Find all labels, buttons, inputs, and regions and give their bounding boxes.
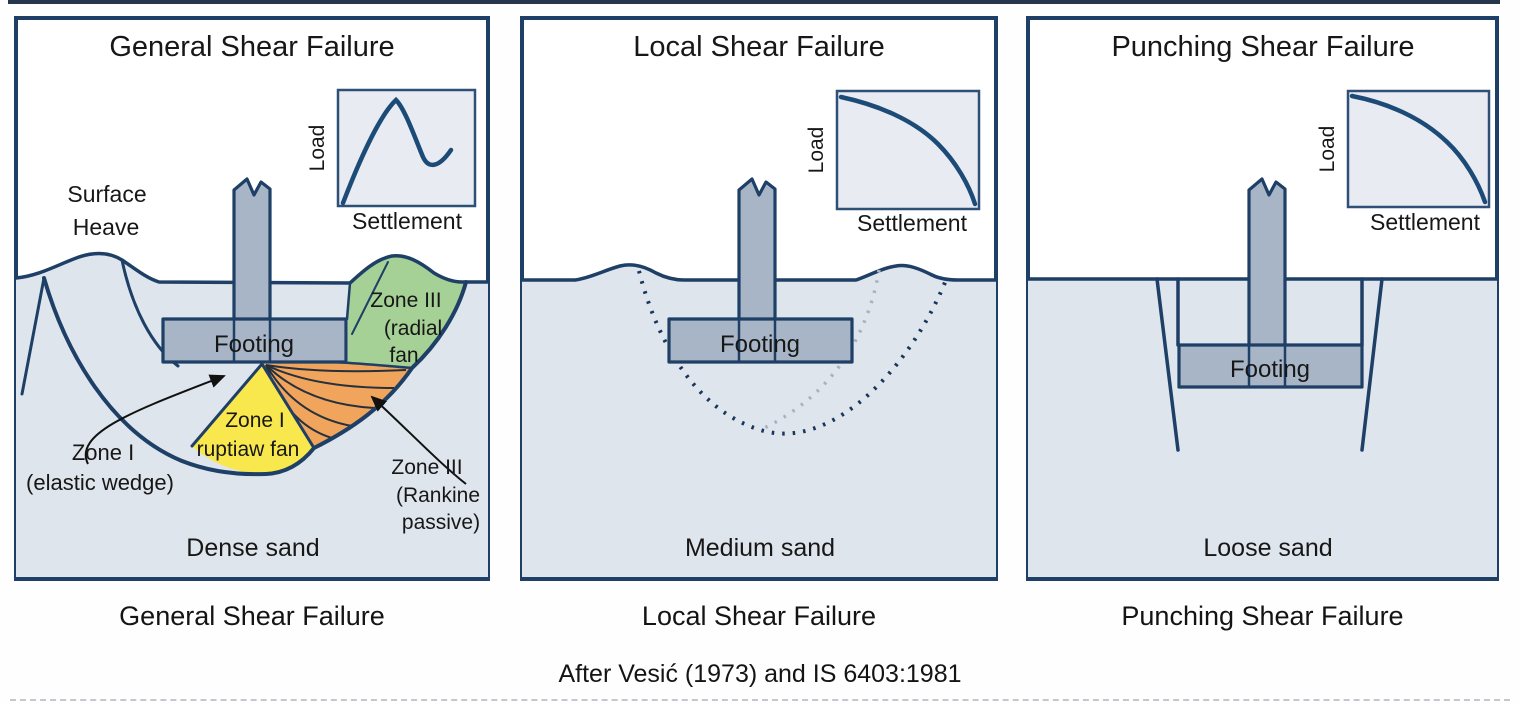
wedge-label-2: ruptiaw fan — [197, 438, 300, 461]
zone-radial-label-1: Zone III — [370, 289, 441, 312]
inset-x-axis-label: Settlement — [857, 210, 968, 236]
rankine-label-1: Zone III — [391, 456, 462, 479]
surface-heave-label-2: Heave — [73, 214, 139, 240]
wedge-left-edge — [190, 362, 264, 448]
panel-title: General Shear Failure — [109, 31, 394, 63]
load-settlement-inset: Load Settlement — [306, 88, 477, 234]
general-shear-diagram: Footing Load Settlement General Shear Fa… — [14, 16, 490, 581]
elastic-wedge-arrow — [84, 374, 226, 465]
soil-type-label: Dense sand — [186, 534, 319, 562]
load-settlement-curve — [1349, 93, 1488, 205]
surface-heave-label-1: Surface — [67, 181, 146, 207]
green-inner-radial-line — [351, 261, 389, 335]
zone-radial-label-2: (radial — [384, 317, 442, 340]
left-exit-slip-line — [20, 276, 46, 396]
wedge-label-1: Zone I — [225, 409, 285, 432]
panel-general-shear: Footing Load Settlement General Shear Fa… — [14, 16, 490, 581]
top-border-artifact — [8, 0, 1500, 4]
footing-slab — [667, 317, 854, 364]
rankine-passive-arrow — [370, 395, 467, 485]
attribution-text: After Vesić (1973) and IS 6403:1981 — [558, 660, 962, 688]
punching-slip-lines — [1155, 277, 1384, 452]
zone-orange-rankine-passive — [262, 362, 412, 448]
punching-shear-diagram: Footing Load Settlement Punching Shear F… — [1026, 16, 1499, 581]
footing-slab — [161, 317, 348, 364]
green-left-boundary — [345, 281, 352, 321]
dotted-failure-surface — [637, 270, 948, 436]
soil-type-label: Medium sand — [685, 534, 835, 562]
footing-label: Footing — [214, 331, 294, 358]
local-shear-diagram: Footing Load Settlement Local Shear Fail… — [520, 16, 998, 581]
dashed-gray-failure-surface — [759, 269, 881, 432]
inset-plot-area — [1346, 89, 1491, 209]
panel-punching-shear: Footing Load Settlement Punching Shear F… — [1026, 16, 1499, 581]
panel-local-shear: Footing Load Settlement Local Shear Fail… — [520, 16, 998, 581]
left-slant-slip-line — [1155, 277, 1180, 452]
load-settlement-inset: Load Settlement — [1316, 89, 1491, 235]
load-settlement-inset: Load Settlement — [805, 89, 981, 236]
footing-label: Footing — [1230, 356, 1310, 383]
caption-general-shear: General Shear Failure — [119, 601, 385, 631]
right-slant-slip-line — [1360, 277, 1384, 452]
panel-title: Punching Shear Failure — [1111, 31, 1414, 63]
bottom-border-artifact — [10, 699, 1510, 701]
inset-x-axis-label: Settlement — [352, 208, 463, 234]
inset-plot-area — [336, 88, 477, 208]
rankine-label-3: passive) — [402, 511, 480, 534]
load-settlement-curve — [838, 94, 978, 207]
inset-x-axis-label: Settlement — [1370, 209, 1481, 235]
elastic-wedge-label-1: Zone I — [72, 440, 134, 465]
footing-slab — [1177, 343, 1364, 389]
footing-label: Footing — [720, 331, 800, 358]
caption-punching-shear: Punching Shear Failure — [1121, 601, 1404, 631]
soil-mass — [522, 264, 996, 577]
caption-local-shear: Local Shear Failure — [641, 601, 877, 631]
soil-mass — [1028, 279, 1497, 577]
rankine-label-2: (Rankine — [396, 484, 480, 507]
failure-surface-arc — [42, 276, 468, 477]
elastic-wedge-label-2: (elastic wedge) — [26, 470, 174, 495]
inset-y-axis-label: Load — [1316, 126, 1339, 173]
panel-title: Local Shear Failure — [633, 31, 884, 63]
inset-y-axis-label: Load — [306, 125, 329, 172]
zone-yellow-elastic-wedge — [192, 364, 314, 474]
inset-y-axis-label: Load — [805, 127, 828, 174]
load-settlement-curve — [340, 96, 454, 206]
wedge-right-edge — [260, 362, 316, 450]
soil-type-label: Loose sand — [1203, 534, 1332, 562]
zone-radial-label-3: fan — [389, 344, 418, 367]
inset-plot-area — [835, 89, 981, 211]
